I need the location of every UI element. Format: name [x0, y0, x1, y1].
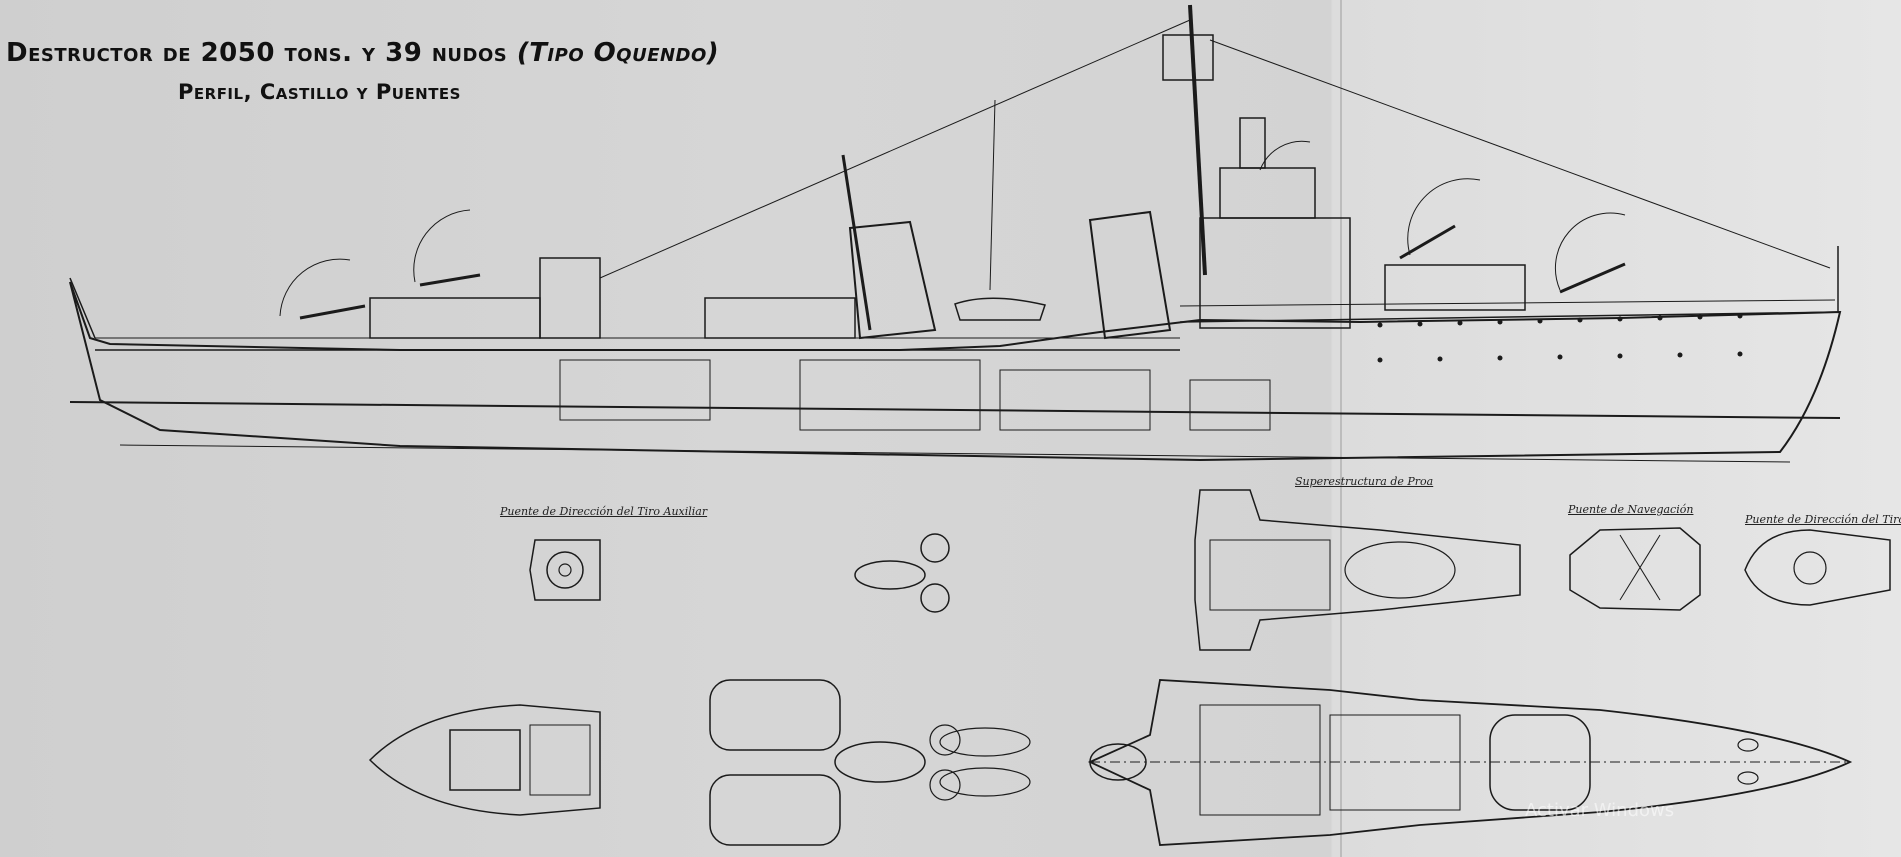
navigation-bridge-plan — [1569, 527, 1701, 611]
paper-fold-line — [1340, 0, 1342, 857]
drawing-subtitle: Perfil, Castillo y Puentes — [178, 80, 461, 104]
forward-superstructure-plan — [1194, 489, 1521, 651]
forecastle-deck-plan — [1087, 679, 1853, 846]
drawing-title-main: Destructor de 2050 tons. y 39 nudos — [6, 38, 508, 68]
fire-control-bridge-plan — [1744, 529, 1891, 606]
caption-fire-control-bridge: Puente de Dirección del Tiro — [1745, 513, 1901, 526]
caption-navigation-bridge: Puente de Navegación — [1568, 503, 1694, 516]
aux-bridge-plan — [529, 539, 601, 601]
hull-outline — [69, 281, 1842, 462]
activate-windows-watermark: Activar Windows — [1525, 800, 1675, 821]
drawing-title: Destructor de 2050 tons. y 39 nudos (Tip… — [6, 38, 719, 68]
ship-profile — [69, 4, 1842, 463]
port-holes — [1377, 313, 1743, 363]
lookout-platform-plan — [854, 533, 950, 613]
aft-deck-plan — [368, 704, 601, 816]
caption-forward-superstructure: Superestructura de Proa — [1295, 475, 1434, 488]
midship-deck-plan — [709, 679, 1031, 846]
drawing-title-type: (Tipo Oquendo) — [516, 38, 720, 68]
caption-aux-bridge: Puente de Dirección del Tiro Auxiliar — [500, 505, 708, 518]
